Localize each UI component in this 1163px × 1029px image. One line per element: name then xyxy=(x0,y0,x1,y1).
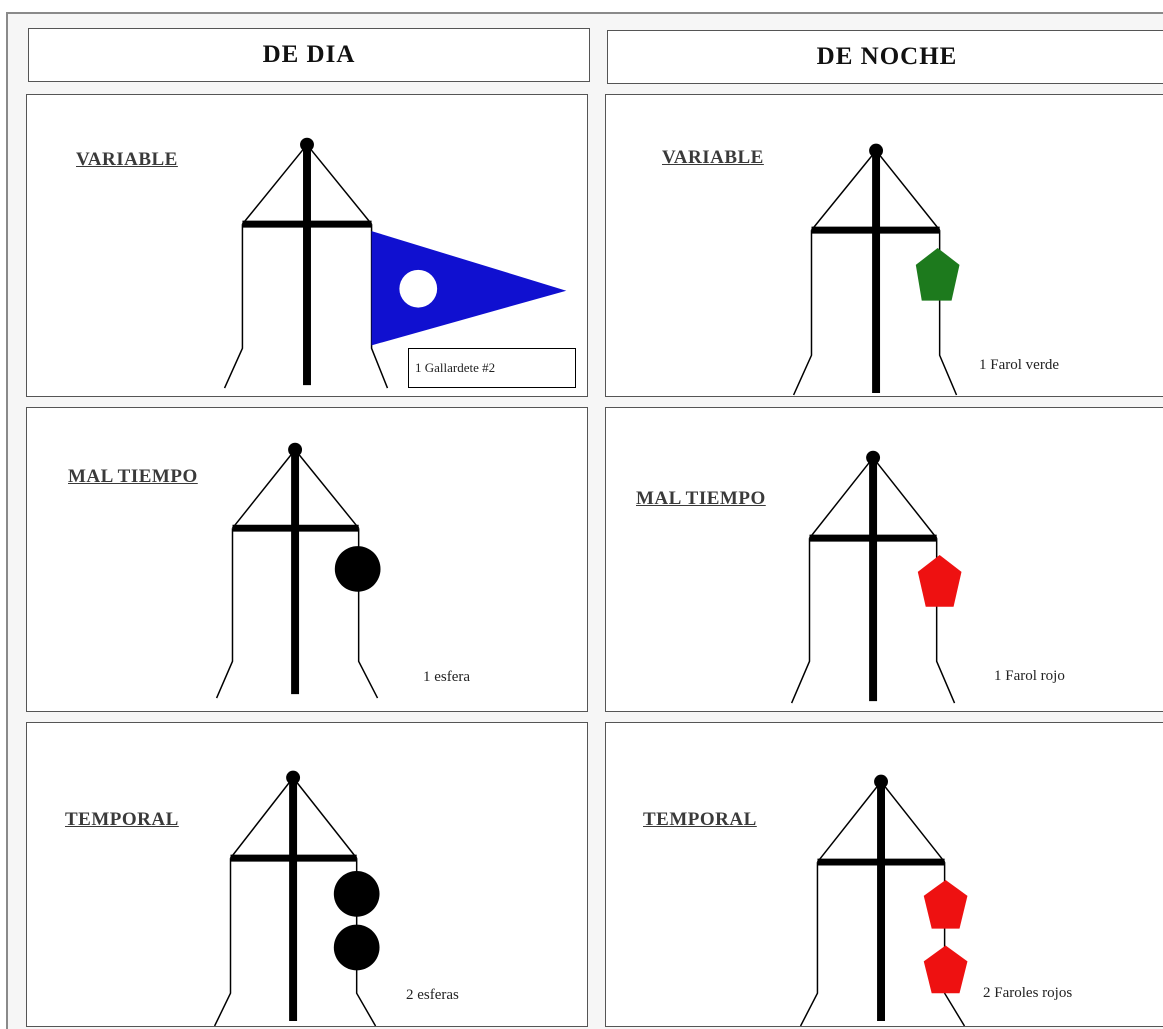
red-lantern xyxy=(917,555,962,607)
label-mal-tiempo-night: MAL TIEMPO xyxy=(636,488,766,509)
sphere xyxy=(334,546,381,592)
label-mal-tiempo-day: MAL TIEMPO xyxy=(68,466,198,487)
mast-temporal-day xyxy=(213,770,380,1026)
pennant-flag xyxy=(371,231,567,346)
cell-variable-day: VARIABLE 1 Gallardete #2 xyxy=(26,94,588,397)
sphere-lower xyxy=(333,924,380,971)
caption-mal-tiempo-night: 1 Farol rojo xyxy=(994,668,1065,684)
header-day: DE DIA xyxy=(28,28,590,82)
mast-variable-day xyxy=(223,137,567,389)
cell-mal-tiempo-day: MAL TIEMPO 1 esfera xyxy=(26,407,588,712)
mast-mal-tiempo-night xyxy=(790,450,962,704)
red-lantern-lower xyxy=(923,945,968,994)
caption-temporal-day: 2 esferas xyxy=(406,987,459,1003)
caption-mal-tiempo-day: 1 esfera xyxy=(423,669,471,685)
label-temporal-night: TEMPORAL xyxy=(643,809,757,830)
caption-variable-night: 1 Farol verde xyxy=(979,357,1059,373)
caption-temporal-night: 2 Faroles rojos xyxy=(983,985,1073,1001)
green-lantern xyxy=(915,247,960,301)
caption-variable-day: 1 Gallardete #2 xyxy=(408,348,576,388)
label-variable-night: VARIABLE xyxy=(662,147,764,168)
cell-temporal-night: TEMPORAL 2 Faroles rojos xyxy=(605,722,1163,1027)
label-variable-day: VARIABLE xyxy=(76,149,178,170)
cell-mal-tiempo-night: MAL TIEMPO 1 Farol rojo xyxy=(605,407,1163,712)
sphere-upper xyxy=(333,871,380,917)
mast-variable-night xyxy=(792,143,960,396)
red-lantern-upper xyxy=(923,879,968,929)
mast-temporal-night xyxy=(799,774,968,1026)
cell-variable-night: VARIABLE 1 Farol verde xyxy=(605,94,1163,397)
mast-mal-tiempo-day xyxy=(215,442,381,699)
header-night: DE NOCHE xyxy=(607,30,1163,84)
cell-temporal-day: TEMPORAL 2 esferas xyxy=(26,722,588,1027)
label-temporal-day: TEMPORAL xyxy=(65,809,179,830)
